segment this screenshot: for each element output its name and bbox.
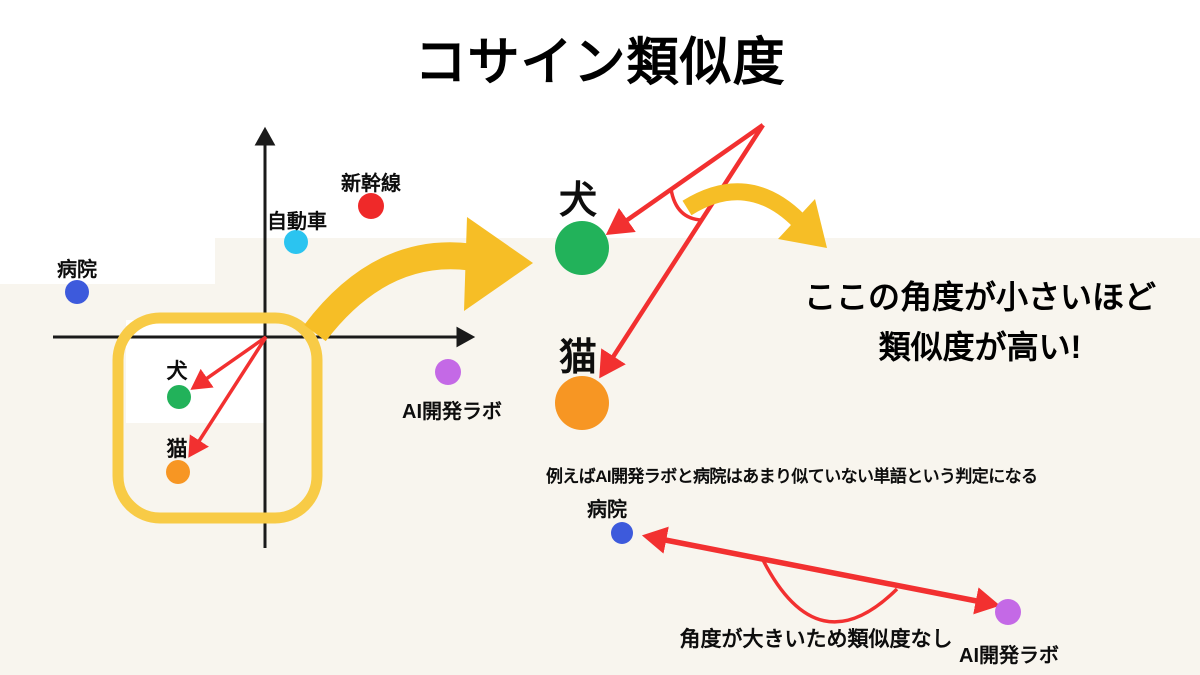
vector-arrow-cat-left (188, 336, 268, 458)
point-cat-zoom (555, 376, 609, 430)
label-cat-left: 猫 (166, 438, 188, 461)
angle-note-line2: 類似度が高い! (878, 329, 1082, 365)
curved-arrow-big (304, 217, 533, 342)
curved-arrow-small-shaft (682, 183, 806, 228)
label-ailab-left: AI開発ラボ (402, 401, 502, 423)
angle-note: ここの角度が小さいほど 類似度が高い! (780, 272, 1180, 372)
wide-angle-arc (761, 559, 899, 624)
point-hospital-bottom (611, 522, 633, 544)
label-wide-angle-note: 角度が大きいため類似度なし (679, 628, 953, 651)
label-hospital-left: 病院 (57, 259, 97, 281)
vector-arrow-dog-left (190, 335, 268, 390)
page-title: コサイン類似度 (414, 34, 786, 92)
point-ailab-bottom (995, 599, 1021, 625)
label-dog-left: 犬 (166, 360, 188, 383)
label-cat-zoom: 猫 (558, 337, 597, 379)
angle-arc (669, 188, 703, 222)
curved-arrow-small (682, 183, 827, 248)
point-dog-left (167, 385, 191, 409)
angle-note-line1: ここの角度が小さいほど (803, 279, 1156, 315)
point-dog-zoom (555, 221, 609, 275)
label-ailab-bottom: AI開発ラボ (959, 645, 1059, 667)
white-patch (0, 238, 215, 284)
curved-arrow-small-head (778, 199, 827, 248)
point-car (284, 230, 308, 254)
example-caption: 例えばAI開発ラボと病院はあまり似ていない単語という判定になる (546, 467, 1038, 486)
point-cat-left (166, 460, 190, 484)
point-shinkansen (358, 193, 384, 219)
point-hospital-left (65, 280, 89, 304)
highlight-box (112, 312, 323, 524)
vector-arrow-dog (605, 123, 765, 236)
vector-arrow-cat (599, 123, 765, 379)
similarity-arrow (641, 526, 1001, 615)
label-car: 自動車 (267, 211, 327, 233)
point-ailab-left (435, 359, 461, 385)
curved-arrow-big-head (464, 217, 533, 311)
curved-arrow-big-shaft (304, 242, 472, 342)
label-hospital-bottom: 病院 (587, 499, 627, 521)
label-shinkansen: 新幹線 (341, 173, 401, 195)
label-dog-zoom: 犬 (558, 180, 597, 222)
